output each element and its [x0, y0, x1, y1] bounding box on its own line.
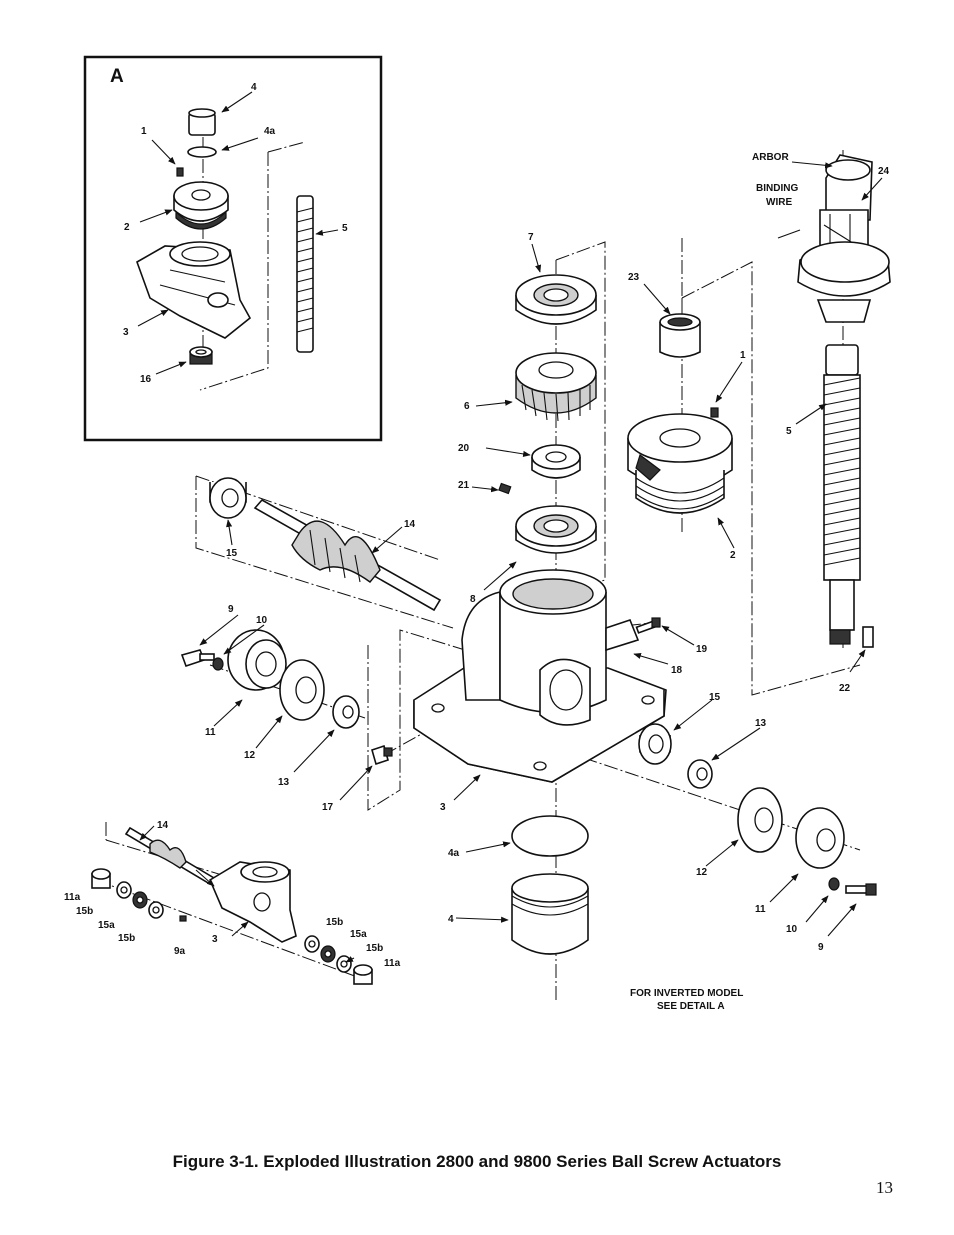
housing-3 [413, 569, 667, 783]
small-worm-14 [124, 826, 216, 886]
bearing-8 [515, 505, 597, 554]
callout-24: 24 [878, 166, 890, 177]
callout-9: 9 [228, 604, 234, 615]
small-bearings-left [91, 868, 164, 919]
a-housing-3 [136, 241, 252, 339]
callout-s-3: 3 [212, 934, 218, 945]
callout-7: 7 [528, 232, 534, 243]
cover-2 [627, 413, 733, 514]
callout-4: 4 [448, 914, 454, 925]
callout-s-14: 14 [157, 820, 169, 831]
callout-17: 17 [322, 802, 334, 813]
collar-20 [531, 444, 581, 479]
arbor-assembly [777, 154, 891, 323]
callout-a-4: 4 [251, 82, 257, 93]
label-binding: BINDING [756, 183, 798, 194]
callout-22: 22 [839, 683, 851, 694]
figure-caption: Figure 3-1. Exploded Illustration 2800 a… [172, 1152, 782, 1171]
callout-12-right: 12 [696, 867, 708, 878]
small-screw-9a [179, 915, 187, 922]
gasket-4a [511, 815, 589, 857]
callout-13: 13 [278, 777, 290, 788]
gear-6 [515, 352, 597, 422]
setscrew-1 [710, 407, 719, 418]
setscrew-21 [498, 482, 512, 495]
label-wire: WIRE [766, 197, 792, 208]
cap-4 [511, 873, 589, 955]
callout-15-right: 15 [709, 692, 721, 703]
callout-a-2: 2 [124, 222, 130, 233]
worm-shaft-14 [253, 498, 442, 612]
callout-11-right: 11 [755, 904, 766, 915]
a-setscrew-1 [176, 167, 184, 177]
callout-13-right: 13 [755, 718, 767, 729]
right-end-parts [638, 723, 877, 896]
callout-2: 2 [730, 550, 736, 561]
label-arbor: ARBOR [752, 152, 789, 163]
callout-15: 15 [226, 548, 238, 559]
callout-s-15b2: 15b [118, 933, 135, 944]
callout-23: 23 [628, 272, 640, 283]
callout-8: 8 [470, 594, 476, 605]
a-screw-5 [296, 195, 314, 353]
bolt-19 [635, 617, 661, 634]
callout-3: 3 [440, 802, 446, 813]
callout-20: 20 [458, 443, 470, 454]
callout-19: 19 [696, 644, 708, 655]
callout-5: 5 [786, 426, 792, 437]
callout-4a: 4a [448, 848, 460, 859]
callout-11: 11 [205, 727, 216, 738]
small-bearings-right [304, 935, 373, 985]
detail-letter: A [110, 66, 124, 87]
bearing-15-left [209, 477, 247, 519]
a-cap-2 [173, 181, 229, 230]
callout-s-15a: 15a [98, 920, 115, 931]
a-plug-4 [188, 108, 216, 136]
note-inverted-1: FOR INVERTED MODEL [630, 988, 743, 999]
callout-s-11a: 11a [64, 892, 81, 903]
sleeve-23 [659, 313, 701, 358]
callout-a-4a: 4a [264, 126, 276, 137]
bearing-7 [515, 274, 597, 325]
screw-5 [823, 344, 861, 645]
callout-s-15b4: 15b [366, 943, 383, 954]
callout-s-15b: 15b [76, 906, 93, 917]
callout-s-11a2: 11a [384, 958, 401, 969]
callout-s-9a: 9a [174, 946, 186, 957]
page-number: 13 [876, 1178, 893, 1197]
callout-9-right: 9 [818, 942, 824, 953]
a-gasket-4a [187, 146, 217, 158]
callout-14: 14 [404, 519, 416, 530]
callout-a-3: 3 [123, 327, 129, 338]
fitting-17 [371, 744, 393, 766]
callout-s-15b3: 15b [326, 917, 343, 928]
left-end-parts [180, 629, 360, 729]
callout-1: 1 [740, 350, 746, 361]
callout-a-16: 16 [140, 374, 152, 385]
callout-12: 12 [244, 750, 256, 761]
detail-a-inset: A [83, 55, 383, 442]
callout-10-right: 10 [786, 924, 798, 935]
a-bearing-16 [189, 346, 213, 365]
callout-18: 18 [671, 665, 683, 676]
key-22 [862, 626, 874, 648]
small-housing-3 [208, 861, 297, 943]
callout-a-1: 1 [141, 126, 147, 137]
callout-a-5: 5 [342, 223, 348, 234]
callout-s-15a2: 15a [350, 929, 367, 940]
callout-10: 10 [256, 615, 268, 626]
note-inverted-2: SEE DETAIL A [657, 1001, 725, 1012]
main-assembly: 7 23 24 1 6 5 20 21 14 15 2 8 9 10 19 18… [180, 150, 891, 1012]
callout-21: 21 [458, 480, 470, 491]
inverted-subassembly: 14 11a 15b 15a 15b 9a 3 15b 15a 15b 11a [64, 820, 401, 985]
callout-6: 6 [464, 401, 470, 412]
